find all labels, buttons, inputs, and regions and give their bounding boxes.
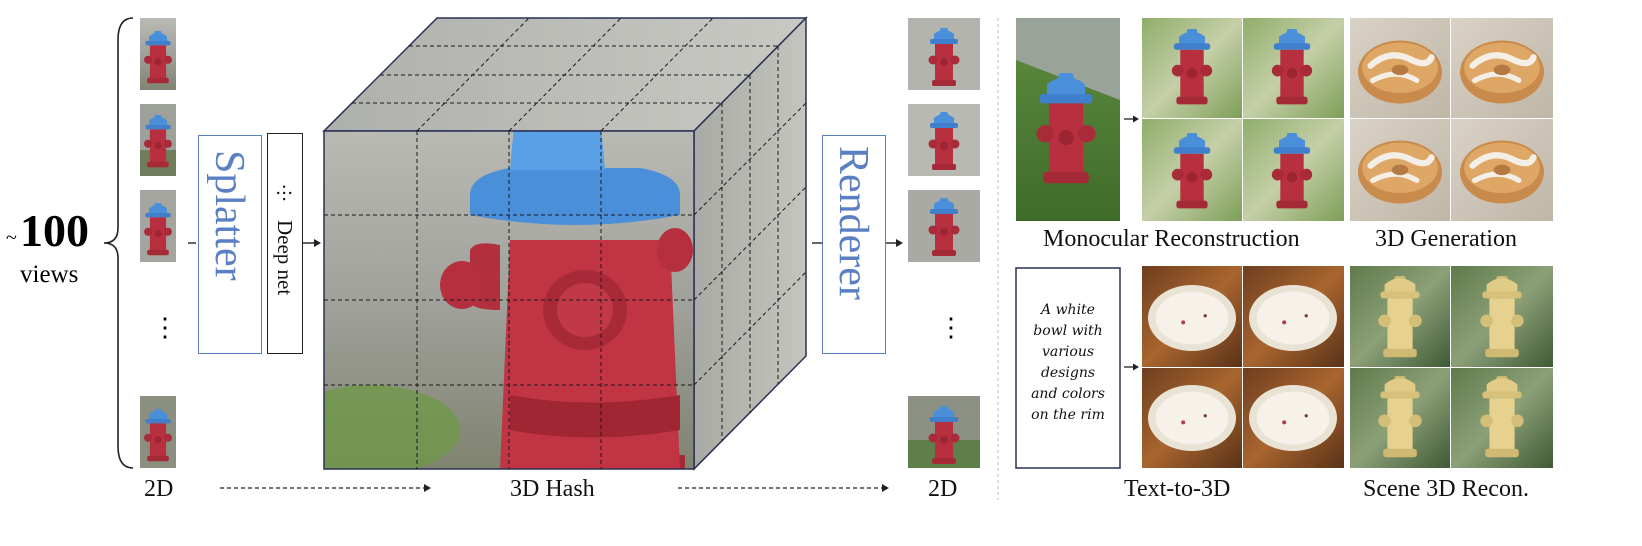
text-to-3d-grid xyxy=(1142,266,1344,468)
views-brace xyxy=(103,17,134,469)
deep-net-box: ⸭ Deep net xyxy=(267,133,303,354)
prompt-text: A white bowl with various designs and co… xyxy=(1018,300,1118,426)
network-icon: ⸭ xyxy=(276,183,293,205)
splatter-box: Splatter xyxy=(198,135,262,354)
views-tilde: ~ xyxy=(6,227,17,249)
input-view-thumb xyxy=(140,190,176,262)
output-view-thumb xyxy=(908,396,980,468)
prompt-box xyxy=(1015,267,1121,469)
arrow-head xyxy=(314,239,321,247)
views-number: 100 xyxy=(20,205,89,256)
input-view-thumb xyxy=(140,396,176,468)
input-view-thumb xyxy=(140,18,176,90)
output-view-thumb xyxy=(908,18,980,90)
scene-recon-grid xyxy=(1350,266,1553,468)
output-view-thumb xyxy=(908,104,980,176)
label-scene-recon: Scene 3D Recon. xyxy=(1363,476,1529,502)
generation-grid xyxy=(1350,18,1553,221)
prompt-line: and colors xyxy=(1031,386,1105,402)
splatter-label: Splatter xyxy=(206,150,252,281)
prompt-line: designs xyxy=(1040,365,1096,381)
prompt-line: bowl with xyxy=(1033,323,1103,339)
monocular-output-grid xyxy=(1142,18,1344,221)
monocular-input-image xyxy=(1016,18,1120,221)
prompt-line: A white xyxy=(1041,302,1095,318)
deep-net-label: Deep net xyxy=(273,220,297,296)
hash-cube xyxy=(322,16,808,471)
output-ellipsis: ⋮ xyxy=(938,313,964,342)
label-text-to-3d: Text-to-3D xyxy=(1124,476,1231,502)
output-view-thumb xyxy=(908,190,980,262)
label-generation: 3D Generation xyxy=(1375,226,1517,252)
renderer-label: Renderer xyxy=(830,146,876,300)
label-2d-left: 2D xyxy=(144,476,174,502)
input-ellipsis: ⋮ xyxy=(152,313,178,342)
label-monocular: Monocular Reconstruction xyxy=(1043,226,1300,252)
prompt-line: on the rim xyxy=(1031,407,1105,423)
label-2d-right: 2D xyxy=(928,476,958,502)
label-3d-hash: 3D Hash xyxy=(510,476,595,502)
input-view-thumb xyxy=(140,104,176,176)
views-unit: views xyxy=(20,261,78,288)
renderer-box: Renderer xyxy=(822,135,886,354)
prompt-line: various xyxy=(1041,344,1095,360)
